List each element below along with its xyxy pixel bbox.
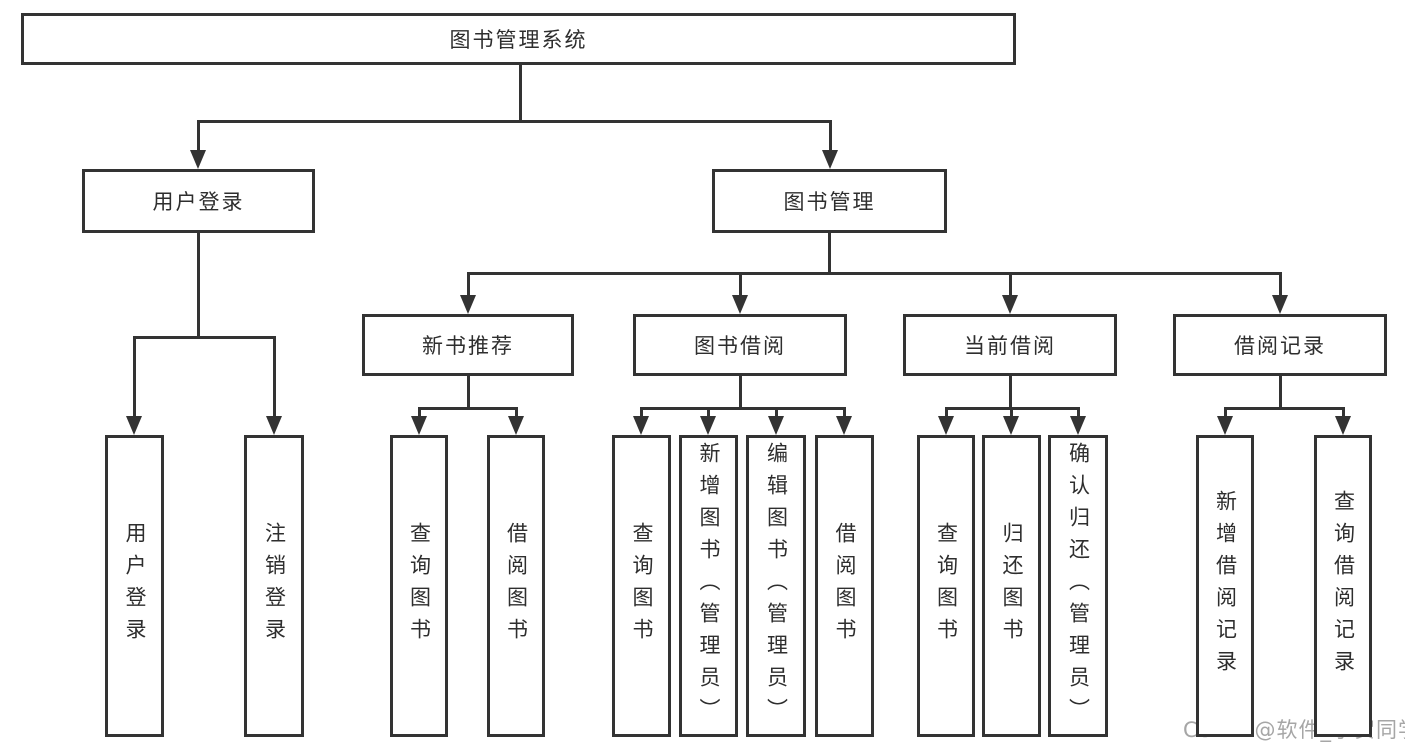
- arrowhead-down-icon: [460, 295, 476, 314]
- arrowhead-down-icon: [768, 416, 784, 435]
- arrowhead-down-icon: [508, 416, 524, 435]
- edge-bar-borrowing-to-leaves: [639, 407, 846, 410]
- edge-stem-recommend-to-leaves: [466, 376, 470, 410]
- edge-drop-recommend-to-leaves: [514, 407, 518, 419]
- node-leaf-borrow-books-rec: 借阅图书: [487, 435, 545, 737]
- node-new-book-recommend: 新书推荐: [362, 314, 574, 376]
- edge-stem-login-to-leaves: [196, 233, 200, 339]
- edge-drop-mgmt-to-modules: [738, 272, 742, 298]
- arrowhead-down-icon: [266, 416, 282, 435]
- node-label-new-book-recommend: 新书推荐: [422, 334, 514, 358]
- arrowhead-down-icon: [1002, 295, 1018, 314]
- edge-drop-root-to-branches: [196, 120, 200, 153]
- edge-drop-mgmt-to-modules: [466, 272, 470, 298]
- arrowhead-down-icon: [1272, 295, 1288, 314]
- node-book-borrowing: 图书借阅: [633, 314, 847, 376]
- node-label-leaf-query-books-rec: 查询图书: [407, 522, 432, 650]
- node-leaf-add-borrow-record: 新增借阅记录: [1196, 435, 1254, 737]
- arrowhead-down-icon: [1217, 416, 1233, 435]
- edge-drop-records-to-leaves: [1341, 407, 1345, 419]
- node-label-book-management: 图书管理: [783, 190, 876, 214]
- node-user-login: 用户登录: [82, 169, 315, 233]
- edge-bar-recommend-to-leaves: [417, 407, 518, 410]
- node-root: 图书管理系统: [21, 13, 1016, 65]
- edge-drop-login-to-leaves: [132, 336, 136, 419]
- arrowhead-down-icon: [1003, 416, 1019, 435]
- node-label-leaf-borrow-books: 借阅图书: [833, 522, 857, 650]
- node-label-leaf-user-login: 用户登录: [123, 522, 147, 650]
- node-label-book-borrowing: 图书借阅: [694, 334, 786, 358]
- edge-drop-current-to-leaves: [944, 407, 948, 419]
- node-leaf-confirm-return: 确认归还（管理员）: [1048, 435, 1108, 737]
- node-label-leaf-add-borrow-record: 新增借阅记录: [1213, 490, 1238, 682]
- node-label-leaf-edit-book-admin: 编辑图书（管理员）: [764, 442, 789, 730]
- arrowhead-down-icon: [126, 416, 142, 435]
- node-leaf-query-books-cur: 查询图书: [917, 435, 975, 737]
- arrowhead-down-icon: [190, 150, 206, 169]
- node-label-leaf-confirm-return: 确认归还（管理员）: [1066, 442, 1091, 730]
- edge-drop-borrowing-to-leaves: [639, 407, 643, 419]
- edge-bar-root-to-branches: [196, 120, 832, 123]
- node-leaf-edit-book-admin: 编辑图书（管理员）: [746, 435, 806, 737]
- edge-drop-mgmt-to-modules: [1278, 272, 1282, 298]
- arrowhead-down-icon: [1335, 416, 1351, 435]
- edge-drop-login-to-leaves: [272, 336, 276, 419]
- edge-bar-mgmt-to-modules: [466, 272, 1282, 275]
- arrowhead-down-icon: [732, 295, 748, 314]
- edge-drop-borrowing-to-leaves: [842, 407, 846, 419]
- node-label-leaf-return-book: 归还图书: [1000, 522, 1024, 650]
- edge-drop-recommend-to-leaves: [417, 407, 421, 419]
- arrowhead-down-icon: [633, 416, 649, 435]
- edge-stem-current-to-leaves: [1008, 376, 1012, 410]
- node-label-current-borrowing: 当前借阅: [964, 334, 1056, 358]
- edge-drop-current-to-leaves: [1076, 407, 1080, 419]
- edge-drop-current-to-leaves: [1009, 407, 1013, 419]
- node-label-user-login: 用户登录: [152, 190, 245, 214]
- node-leaf-query-books-borrow: 查询图书: [612, 435, 671, 737]
- node-label-leaf-query-books-cur: 查询图书: [934, 522, 959, 650]
- node-borrowing-records: 借阅记录: [1173, 314, 1387, 376]
- node-label-leaf-add-book-admin: 新增图书（管理员）: [697, 442, 721, 730]
- arrowhead-down-icon: [1070, 416, 1086, 435]
- edge-bar-login-to-leaves: [132, 336, 276, 339]
- node-leaf-logout: 注销登录: [244, 435, 304, 737]
- node-leaf-query-borrow-record: 查询借阅记录: [1314, 435, 1372, 737]
- arrowhead-down-icon: [822, 150, 838, 169]
- edge-drop-root-to-branches: [828, 120, 832, 153]
- node-leaf-borrow-books: 借阅图书: [815, 435, 874, 737]
- node-label-borrowing-records: 借阅记录: [1234, 334, 1326, 358]
- node-leaf-user-login: 用户登录: [105, 435, 164, 737]
- node-leaf-add-book-admin: 新增图书（管理员）: [679, 435, 738, 737]
- edge-stem-records-to-leaves: [1278, 376, 1282, 410]
- edge-stem-borrowing-to-leaves: [738, 376, 742, 410]
- arrowhead-down-icon: [411, 416, 427, 435]
- edge-drop-borrowing-to-leaves: [706, 407, 710, 419]
- node-label-leaf-query-books-borrow: 查询图书: [630, 522, 654, 650]
- arrowhead-down-icon: [836, 416, 852, 435]
- edge-bar-records-to-leaves: [1223, 407, 1345, 410]
- arrowhead-down-icon: [938, 416, 954, 435]
- node-leaf-return-book: 归还图书: [982, 435, 1041, 737]
- arrowhead-down-icon: [700, 416, 716, 435]
- node-label-leaf-borrow-books-rec: 借阅图书: [504, 522, 529, 650]
- edge-stem-root-to-branches: [518, 65, 522, 123]
- node-label-leaf-query-borrow-record: 查询借阅记录: [1331, 490, 1356, 682]
- node-label-root: 图书管理系统: [449, 28, 588, 52]
- node-current-borrowing: 当前借阅: [903, 314, 1117, 376]
- node-label-leaf-logout: 注销登录: [262, 522, 287, 650]
- edge-drop-mgmt-to-modules: [1008, 272, 1012, 298]
- edge-drop-borrowing-to-leaves: [774, 407, 778, 419]
- node-book-management: 图书管理: [712, 169, 947, 233]
- edge-stem-mgmt-to-modules: [827, 233, 831, 275]
- edge-drop-records-to-leaves: [1223, 407, 1227, 419]
- node-leaf-query-books-rec: 查询图书: [390, 435, 448, 737]
